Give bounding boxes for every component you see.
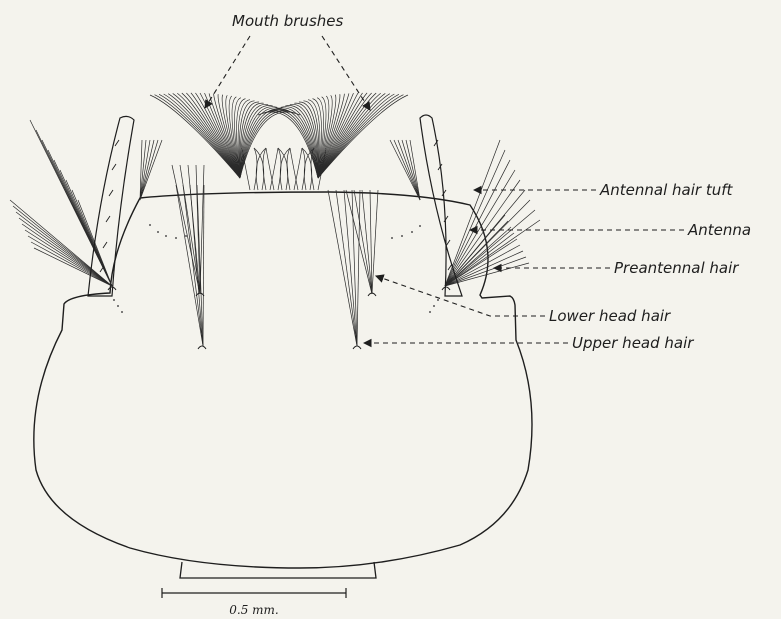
antenna-left — [88, 116, 134, 296]
head-capsule-outline — [34, 192, 532, 568]
hair-base-marks — [108, 287, 450, 349]
antenna-label: Antenna — [687, 221, 751, 239]
scale-bar — [162, 588, 346, 598]
lower-head-hair-label: Lower head hair — [549, 307, 671, 325]
preantennal-hair-label: Preantennal hair — [614, 259, 739, 277]
mouth-brushes-arrow-right — [322, 36, 370, 110]
stipple-marks — [113, 224, 439, 313]
antennal-hair-tuft-label: Antennal hair tuft — [599, 181, 733, 199]
scale-bar-label: 0.5 mm. — [229, 603, 278, 617]
upper-head-hair-label: Upper head hair — [572, 334, 694, 352]
mouth-brushes-arrow-left — [205, 36, 250, 108]
collar-plate — [180, 562, 376, 578]
mouth-brushes-label: Mouth brushes — [232, 12, 344, 30]
hair-strokes — [10, 93, 540, 346]
